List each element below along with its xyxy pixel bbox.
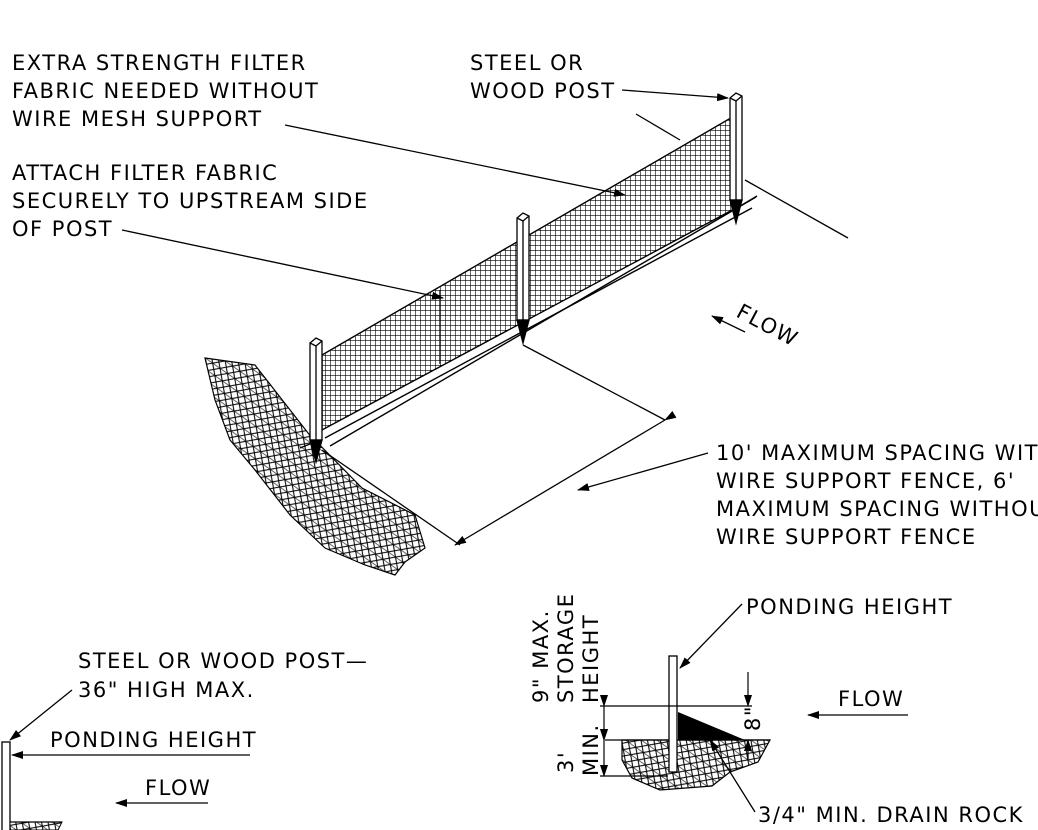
spacing-dimension [321, 344, 677, 546]
ponding-right-leader [679, 603, 743, 669]
storage-line-1: 9" MAX. [529, 609, 553, 703]
top-extension-line [635, 113, 681, 141]
spacing-note: 10' MAXIMUM SPACING WITH WIRE SUPPORT FE… [577, 441, 1038, 549]
section-detail-right: 8" 9" MAX. STORAGE HEIGHT 3' MIN. PONDIN… [529, 593, 1024, 827]
post-top-leader [621, 89, 729, 102]
post-right [729, 92, 743, 226]
eight-inch-label: 8" [741, 705, 765, 731]
post-top-note: STEEL OR WOOD POST [470, 51, 729, 103]
section-soil [621, 739, 772, 791]
left-post-leader [9, 689, 73, 741]
post-middle [516, 212, 530, 346]
min-line-1: 3' [554, 751, 578, 773]
spacing-leader [577, 452, 709, 491]
min-line-2: MIN. [579, 723, 603, 776]
spacing-line-3: MAXIMUM SPACING WITHOUT [716, 497, 1038, 521]
fabric-note-line-2: FABRIC NEEDED WITHOUT [12, 79, 319, 103]
flow-iso-group: FLOW [711, 299, 803, 352]
post-top-line-2: WOOD POST [470, 79, 616, 103]
section-post [668, 655, 678, 773]
left-post [1, 741, 11, 830]
drain-rock-wedge [678, 712, 745, 740]
ponding-right-label: PONDING HEIGHT [746, 595, 953, 619]
flow-right-label: FLOW [838, 687, 904, 711]
drain-rock-label: 3/4" MIN. DRAIN ROCK [758, 803, 1024, 827]
flow-iso-label: FLOW [733, 299, 803, 351]
fabric-note-line-3: WIRE MESH SUPPORT [12, 107, 263, 131]
attach-line-2: SECURELY TO UPSTREAM SIDE [12, 189, 369, 213]
embankment-soil [204, 357, 426, 576]
attach-leader [121, 229, 444, 300]
section-detail-left: STEEL OR WOOD POST— 36" HIGH MAX. PONDIN… [1, 649, 368, 830]
spacing-line-4: WIRE SUPPORT FENCE [716, 525, 977, 549]
upstream-flow-line [744, 179, 849, 239]
ponding-left-label: PONDING HEIGHT [50, 728, 257, 752]
spacing-line-2: WIRE SUPPORT FENCE, 6' [716, 469, 1015, 493]
attach-line-1: ATTACH FILTER FABRIC [12, 161, 278, 185]
left-soil [9, 821, 63, 830]
spacing-line-1: 10' MAXIMUM SPACING WITH [716, 441, 1038, 465]
fabric-note-line-1: EXTRA STRENGTH FILTER [12, 51, 307, 75]
post-left [309, 337, 323, 465]
left-post-line-1: STEEL OR WOOD POST— [78, 649, 368, 673]
post-top-line-1: STEEL OR [470, 51, 584, 75]
fabric-note-leader [284, 124, 626, 197]
storage-line-2: STORAGE [554, 593, 578, 703]
fabric-strength-note: EXTRA STRENGTH FILTER FABRIC NEEDED WITH… [12, 51, 626, 197]
storage-line-3: HEIGHT [579, 614, 603, 703]
drain-rock-leader [709, 739, 756, 813]
section-dimensions [600, 672, 752, 777]
left-post-line-2: 36" HIGH MAX. [78, 678, 255, 702]
flow-left-label: FLOW [145, 776, 211, 800]
attach-line-3: OF POST [12, 217, 113, 241]
attach-note: ATTACH FILTER FABRIC SECURELY TO UPSTREA… [12, 161, 444, 300]
